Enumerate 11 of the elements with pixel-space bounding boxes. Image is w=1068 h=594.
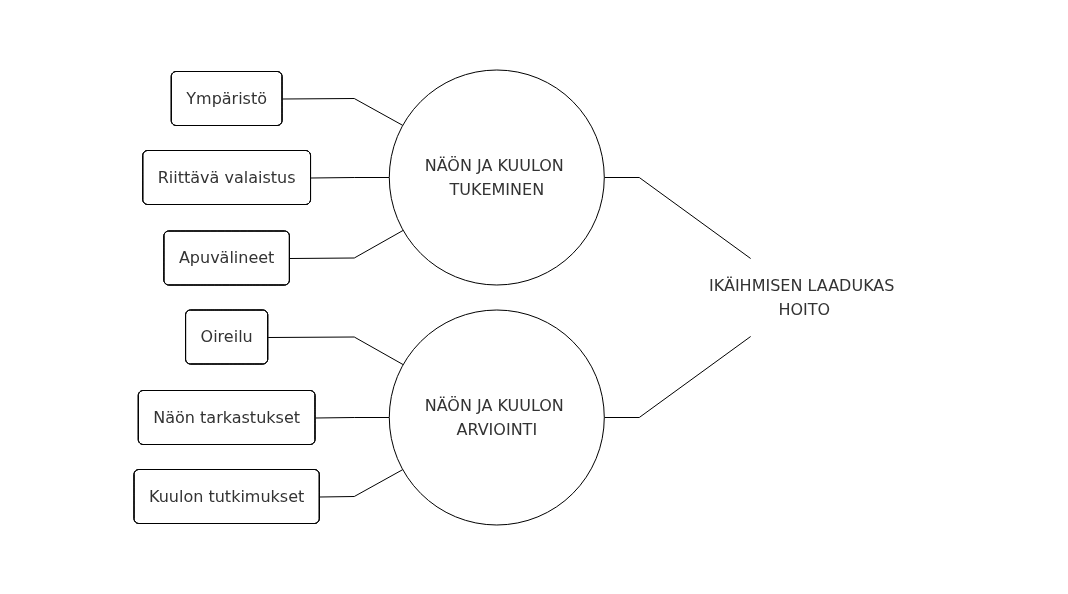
connector: [319, 468, 404, 497]
connector: [603, 335, 751, 418]
node-circle: NÄÖN JA KUULON TUKEMINEN: [388, 69, 605, 285]
node-text: IKÄIHMISEN LAADUKAS HOITO: [708, 275, 895, 318]
connector: [281, 97, 404, 126]
connector: [310, 176, 390, 178]
connector: [289, 229, 404, 259]
connector: [314, 416, 390, 418]
connector: [603, 176, 751, 259]
node-circle: NÄÖN JA KUULON ARVIOINTI: [388, 309, 605, 525]
connector: [267, 336, 404, 365]
